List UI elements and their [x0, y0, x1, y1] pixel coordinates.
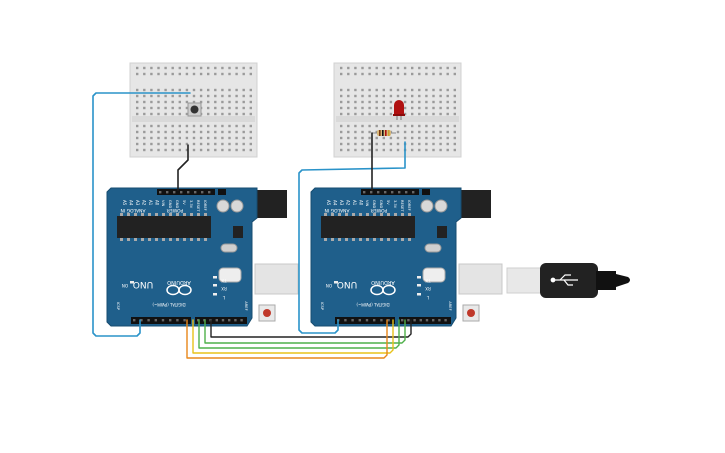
rx-label: RX: [425, 286, 431, 291]
wire-green-1: [204, 319, 406, 344]
wire-yellow: [192, 319, 394, 354]
power-pin-label: VIN: [161, 200, 165, 207]
power-pin-label: GND: [175, 200, 179, 208]
icsp-label: ICSP: [320, 302, 324, 311]
analog-pin-label: A3: [135, 200, 140, 206]
red-led[interactable]: [393, 100, 405, 120]
icsp-label: ICSP: [116, 302, 120, 311]
arduino-logo-icon: [166, 284, 192, 296]
arduino-brand-label: ARDUINO: [167, 279, 191, 285]
analog-pin-label: A0: [359, 200, 364, 206]
breadboard-right[interactable]: [333, 62, 462, 158]
wire-blue-left: [92, 92, 191, 337]
analog-pin-label: A3: [339, 200, 344, 206]
pushbutton[interactable]: [187, 102, 202, 117]
l-label: L: [222, 295, 225, 300]
power-pin-label: IOREF: [407, 200, 411, 211]
power-pin-label: VIN: [365, 200, 369, 207]
digital-label: DIGITAL (PWM~): [152, 302, 186, 307]
tx-label: TX: [221, 278, 227, 283]
wires: [92, 92, 412, 359]
resistor[interactable]: [372, 130, 396, 136]
analog-pin-label: A2: [346, 200, 351, 206]
aref-label: AREF: [448, 301, 452, 310]
power-pin-label: RESET: [400, 200, 404, 212]
arduino-uno-left[interactable]: UNO ARDUINO ANALOG IN POWER DIGITAL (PWM~) A5…: [106, 187, 299, 327]
power-pin-label: 3.3V: [393, 200, 397, 209]
reset-button[interactable]: [462, 304, 480, 322]
power-pin-label: GND: [372, 200, 376, 208]
wire-orange: [186, 319, 388, 359]
l-label: L: [426, 295, 429, 300]
power-label: POWER: [167, 207, 184, 213]
analog-pin-label: A1: [352, 200, 357, 206]
analog-pin-label: A4: [333, 200, 338, 206]
uno-label: UNO: [133, 279, 153, 289]
wire-black-left: [177, 144, 189, 191]
tx-label: TX: [425, 278, 431, 283]
power-pin-label: IOREF: [203, 200, 207, 211]
power-pin-label: 3.3V: [189, 200, 193, 209]
rx-label: RX: [221, 286, 227, 291]
usb-cable[interactable]: [506, 263, 630, 298]
arduino-logo-icon: [370, 284, 396, 296]
analog-in-label: ANALOG IN: [324, 207, 349, 213]
aref-label: AREF: [244, 301, 248, 310]
analog-pin-label: A5: [122, 200, 127, 206]
power-pin-label: GND: [168, 200, 172, 208]
breadboard-left[interactable]: [129, 62, 258, 158]
wire-green-2: [198, 319, 400, 349]
arduino-brand-label: ARDUINO: [371, 279, 395, 285]
power-label: POWER: [371, 207, 388, 213]
uno-label: UNO: [337, 279, 357, 289]
analog-pin-label: A2: [142, 200, 147, 206]
analog-pin-label: A1: [148, 200, 153, 206]
analog-in-label: ANALOG IN: [120, 207, 145, 213]
usb-icon: [550, 274, 578, 286]
breadboard-left-holes: [132, 66, 255, 152]
reset-button[interactable]: [258, 304, 276, 322]
analog-pin-label: A4: [129, 200, 134, 206]
wire-black-bridge: [210, 319, 412, 338]
arduino-uno-right[interactable]: UNO ARDUINO ANALOG IN POWER DIGITAL (PWM~) A5…: [310, 187, 503, 327]
power-pin-label: 5V: [386, 200, 390, 205]
power-pin-label: RESET: [196, 200, 200, 212]
digital-label: DIGITAL (PWM~): [356, 302, 390, 307]
on-label: ON: [326, 283, 332, 288]
analog-pin-label: A5: [326, 200, 331, 206]
on-label: ON: [122, 283, 128, 288]
power-pin-label: 5V: [182, 200, 186, 205]
analog-pin-label: A0: [155, 200, 160, 206]
wire-blue-right: [298, 141, 406, 334]
power-pin-label: GND: [379, 200, 383, 208]
